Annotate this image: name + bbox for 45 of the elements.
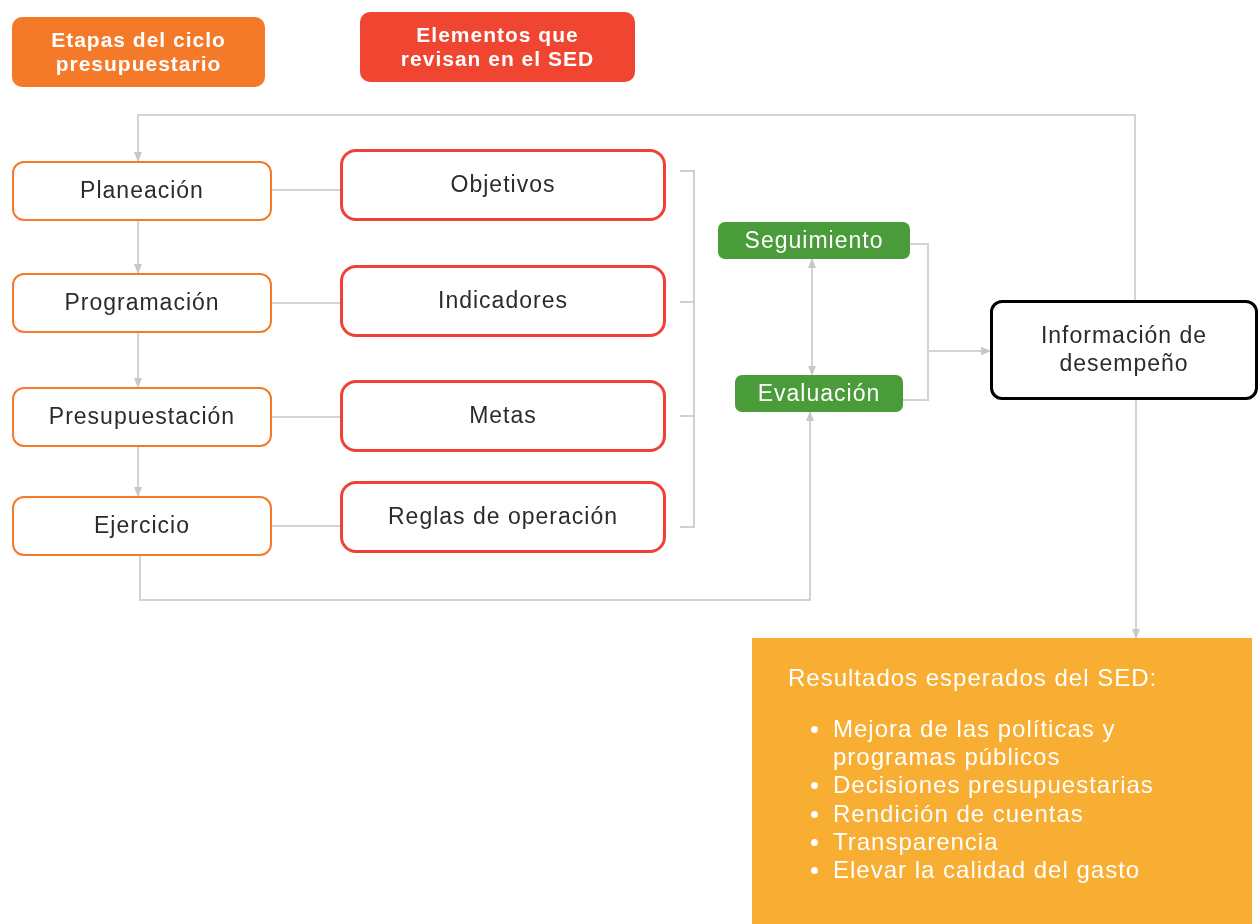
connector-line [271,189,341,191]
process-box [340,481,666,553]
box-label: Objetivos [450,171,556,199]
box-label: Presupuestación [48,403,236,431]
arrow [134,220,142,274]
list-item: Rendición de cuentas [833,799,1084,827]
box-label: Elementos que revisan en el SED [399,22,596,72]
box-label: Información de desempeño [1039,322,1209,378]
list-item: Mejora de las políticas y programas públicos [833,714,1116,771]
process-box [12,273,272,333]
arrow [139,411,814,601]
process-box [12,496,272,556]
list-item: Transparencia [833,828,999,856]
process-box [718,222,910,259]
box-label: Ejercicio [94,512,190,540]
arrow [808,258,816,376]
box-label: Planeación [80,177,204,205]
process-box [340,149,666,221]
arrow [134,114,1136,301]
process-box [12,387,272,447]
box-label: Indicadores [438,287,568,315]
results-panel [752,638,1252,924]
process-box [990,300,1258,400]
header-box [12,17,265,87]
connector-line [271,525,341,527]
process-box [12,161,272,221]
connector-line [271,302,341,304]
arrow [1132,399,1140,639]
arrow [134,332,142,388]
box-label: Seguimiento [744,226,884,255]
header-box [360,12,635,82]
list-item: Decisiones presupuestarias [833,771,1154,799]
process-box [340,265,666,337]
panel-heading: Resultados esperados del SED: [788,664,1159,693]
box-label: Programación [64,289,220,317]
process-box [340,380,666,452]
process-box [735,375,903,412]
arrow [134,446,142,497]
arrow [902,347,991,401]
list-item: Elevar la calidad del gasto [833,856,1141,884]
box-label: Evaluación [757,379,881,408]
box-label: Metas [469,402,537,430]
box-label: Etapas del ciclo presupuestario [50,27,227,77]
box-label: Reglas de operación [388,503,618,531]
connector-line [271,416,341,418]
